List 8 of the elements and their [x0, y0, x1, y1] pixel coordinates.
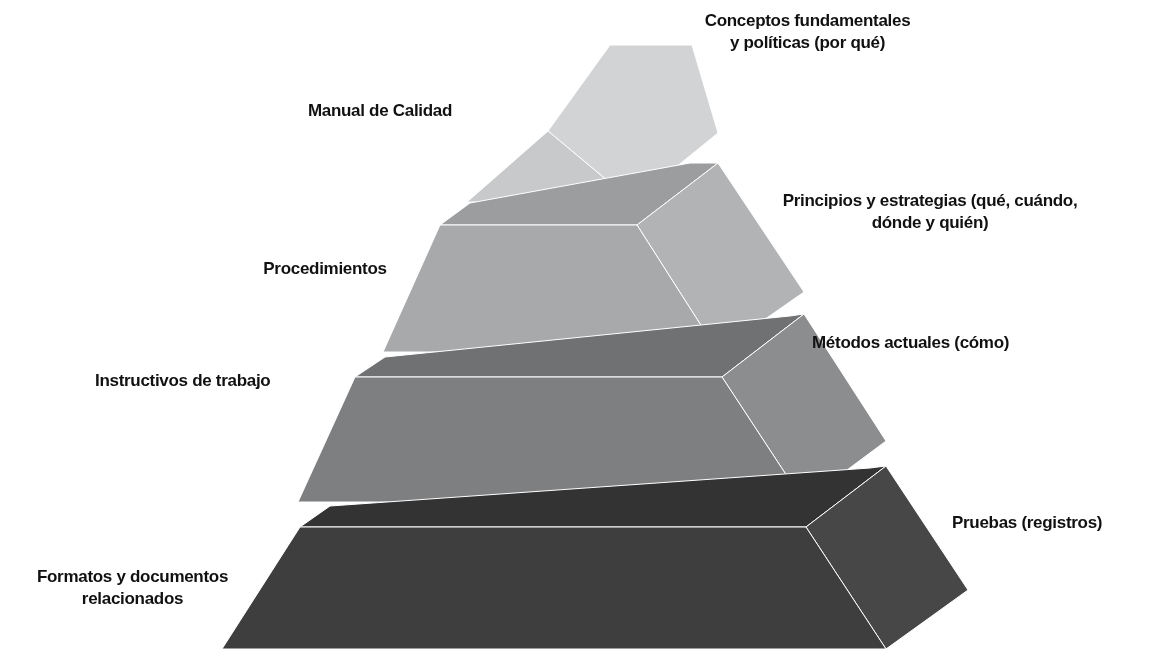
- level-label: Manual de Calidad: [306, 100, 454, 122]
- level-label: Procedimientos: [262, 258, 388, 280]
- level-label: Formatos y documentos relacionados: [35, 566, 230, 610]
- level-description: Principios y estrategias (qué, cuándo, dónde y quién): [781, 190, 1079, 234]
- level-description: Pruebas (registros): [952, 512, 1104, 534]
- level-description: Conceptos fundamentales y políticas (por qué): [703, 10, 912, 54]
- level-description: Métodos actuales (cómo): [812, 332, 1011, 354]
- level-label: Instructivos de trabajo: [95, 370, 272, 392]
